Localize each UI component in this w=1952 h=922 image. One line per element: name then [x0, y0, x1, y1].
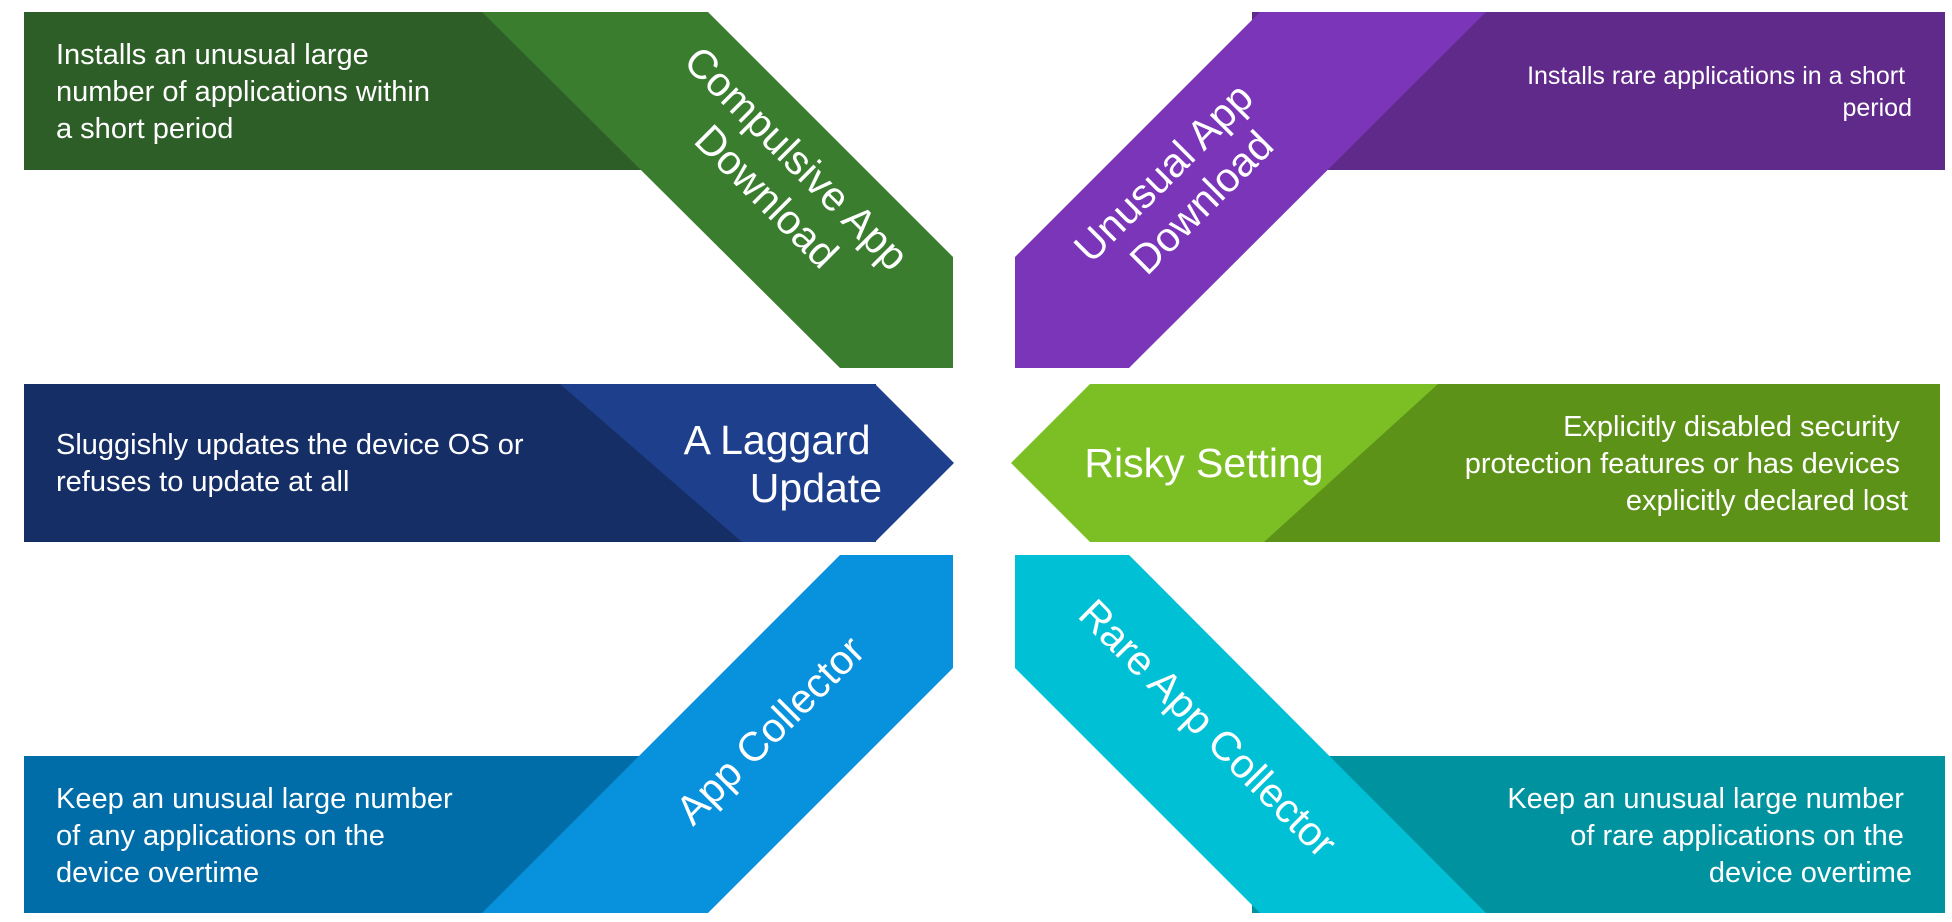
compulsive-description-line-2: number of applications within [56, 76, 430, 108]
rare-app-collector-group: Keep an unusual large number of rare app… [1015, 555, 1945, 913]
laggard-update-group: Sluggishly updates the device OS or refu… [24, 384, 954, 542]
risky-description: Explicitly disabled security protection … [1465, 411, 1908, 517]
compulsive-description: Installs an unusual large number of appl… [56, 39, 438, 145]
laggard-title-ribbon [560, 384, 954, 542]
compulsive-title-ribbon [482, 12, 953, 368]
compulsive-description-line-3: a short period [56, 113, 233, 145]
unusual-title-ribbon [1015, 12, 1486, 368]
laggard-description: Sluggishly updates the device OS or refu… [56, 429, 532, 498]
collector-description-line-3: device overtime [56, 857, 259, 889]
rare-description-line-2: of rare applications on the [1570, 820, 1904, 852]
risky-description-line-3: explicitly declared lost [1626, 485, 1908, 517]
rare-description-line-3: device overtime [1709, 857, 1912, 889]
rare-description: Keep an unusual large number of rare app… [1507, 783, 1912, 889]
rare-description-line-1: Keep an unusual large number [1507, 783, 1904, 815]
laggard-title: A Laggard Update [684, 417, 882, 511]
compulsive-description-line-1: Installs an unusual large [56, 39, 369, 71]
collector-description-line-2: of any applications on the [56, 820, 385, 852]
unusual-description: Installs rare applications in a short pe… [1527, 62, 1912, 122]
app-collector-group: Keep an unusual large number of any appl… [24, 555, 953, 913]
unusual-description-line-1: Installs rare applications in a short [1527, 62, 1905, 90]
laggard-title-line-1: A Laggard [684, 417, 871, 463]
collector-description: Keep an unusual large number of any appl… [56, 783, 461, 889]
unusual-description-line-2: period [1843, 94, 1913, 122]
risky-description-line-1: Explicitly disabled security [1563, 411, 1900, 443]
risky-title-line-1: Risky Setting [1084, 440, 1323, 486]
risky-title: Risky Setting [1084, 440, 1323, 486]
risky-title-ribbon [1011, 384, 1438, 542]
unusual-app-download-group: Installs rare applications in a short pe… [1015, 12, 1945, 368]
compulsive-app-download-group: Installs an unusual large number of appl… [24, 12, 953, 368]
collector-description-line-1: Keep an unusual large number [56, 783, 453, 815]
risky-description-line-2: protection features or has devices [1465, 448, 1900, 480]
laggard-description-line-2: refuses to update at all [56, 466, 349, 498]
laggard-description-line-1: Sluggishly updates the device OS or [56, 429, 524, 461]
collector-title-ribbon [482, 555, 953, 913]
risky-setting-group: Risky Setting Explicitly disabled securi… [1011, 384, 1940, 542]
rare-title-ribbon [1015, 555, 1486, 913]
laggard-title-line-2: Update [750, 465, 882, 511]
